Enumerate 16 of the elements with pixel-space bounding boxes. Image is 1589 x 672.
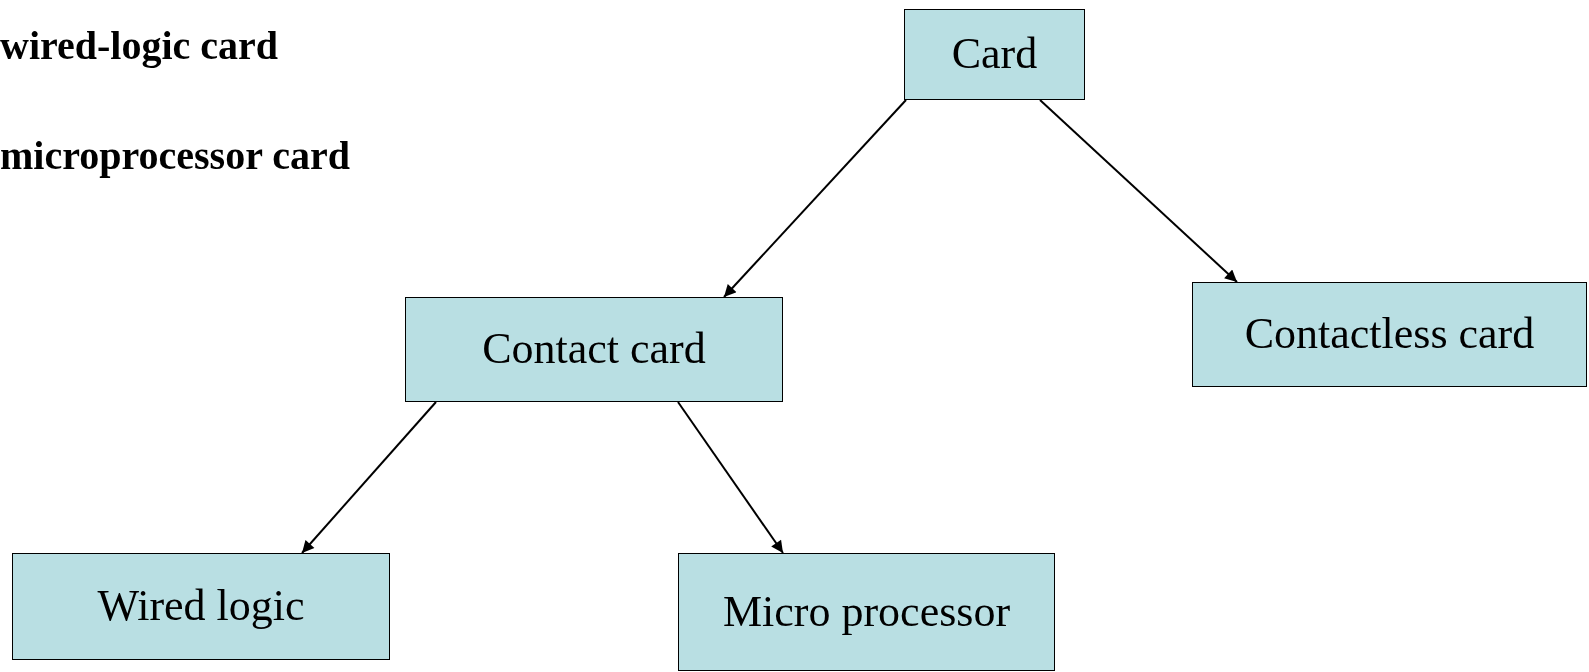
category-box [405, 297, 783, 402]
box-label: Contact card [482, 323, 706, 376]
heading-text: wired-logic card [0, 22, 279, 69]
box-label: Wired logic [97, 580, 305, 633]
category-box [1192, 282, 1587, 387]
arrow [1039, 99, 1238, 283]
arrow [723, 99, 907, 298]
category-box [678, 553, 1055, 671]
category-box [12, 553, 390, 660]
box-label: Card [951, 28, 1038, 81]
box-label: Micro processor [722, 585, 1011, 638]
arrow [301, 401, 437, 554]
category-box [904, 9, 1085, 100]
arrow [677, 401, 784, 554]
box-label: Contactless card [1244, 308, 1535, 361]
heading-text: microprocessor card [0, 132, 350, 179]
